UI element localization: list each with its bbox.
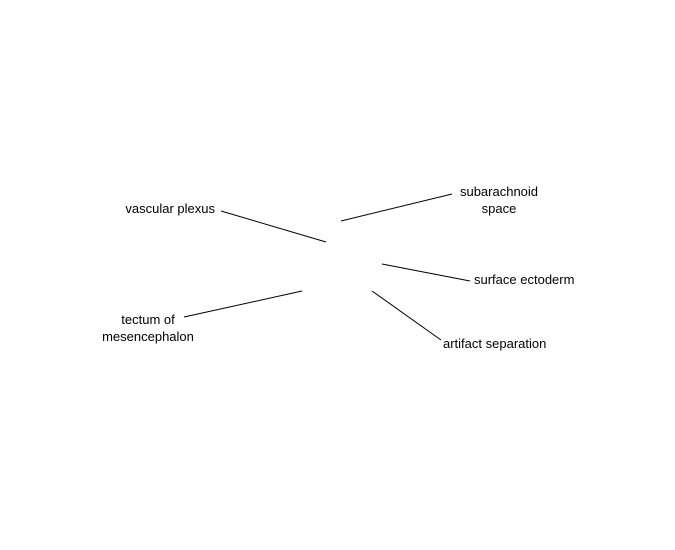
label-surface-ectoderm-text: surface ectoderm bbox=[474, 272, 575, 287]
label-subarachnoid-space-line1: subarachnoid bbox=[459, 184, 539, 199]
label-tectum-line2: mesencephalon bbox=[102, 329, 194, 344]
leader-line-vascular-plexus bbox=[220, 210, 327, 243]
label-subarachnoid-space-line2: space bbox=[481, 201, 517, 216]
label-tectum-line1: tectum of bbox=[121, 312, 175, 327]
leader-line-tectum-of-mesencephalon bbox=[183, 290, 303, 318]
leader-line-artifact-separation bbox=[371, 290, 442, 341]
label-artifact-separation: artifact separation bbox=[443, 335, 546, 352]
label-vascular-plexus: vascular plexus bbox=[100, 200, 215, 217]
label-vascular-plexus-text: vascular plexus bbox=[125, 201, 215, 216]
label-surface-ectoderm: surface ectoderm bbox=[474, 271, 574, 288]
label-tectum-of-mesencephalon: tectum of mesencephalon bbox=[94, 311, 202, 345]
label-artifact-separation-text: artifact separation bbox=[443, 336, 547, 351]
leader-line-subarachnoid-space bbox=[340, 193, 453, 222]
leader-line-surface-ectoderm bbox=[381, 263, 471, 282]
label-subarachnoid-space: subarachnoid space bbox=[448, 183, 550, 217]
